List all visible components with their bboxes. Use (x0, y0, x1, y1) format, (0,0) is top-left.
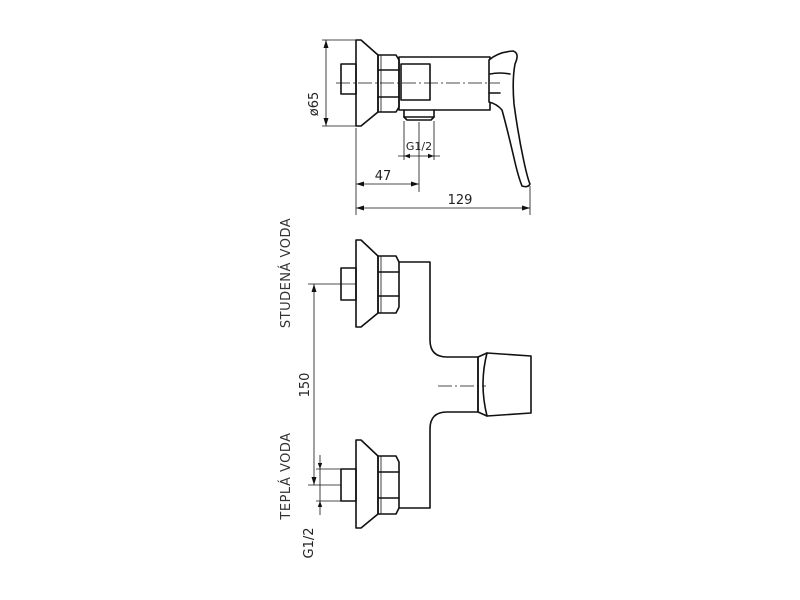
cold-water-label: STUDENÁ VODA (278, 218, 294, 328)
front-bottom-inlet (340, 439, 400, 529)
side-mixer-body (398, 56, 491, 111)
side-lever-handle (488, 50, 531, 188)
side-outlet (403, 109, 435, 121)
front-view: 150 G1/2 STUDENÁ VODA TEPLÁ VODA (278, 218, 532, 559)
diameter-label: ø65 (307, 92, 322, 117)
length-label: 129 (448, 193, 473, 208)
offset-label: 47 (375, 169, 392, 184)
hot-water-label: TEPLÁ VODA (278, 432, 294, 520)
front-top-inlet (340, 239, 400, 328)
side-rear-stub (340, 63, 357, 95)
spacing-label: 150 (298, 373, 313, 398)
front-cartridge-cap (477, 352, 532, 417)
front-thread-label: G1/2 (302, 528, 317, 559)
front-mixer-body (398, 261, 479, 509)
side-view: ø65 G1/2 47 129 (307, 39, 531, 215)
side-inner-bore (400, 63, 431, 101)
